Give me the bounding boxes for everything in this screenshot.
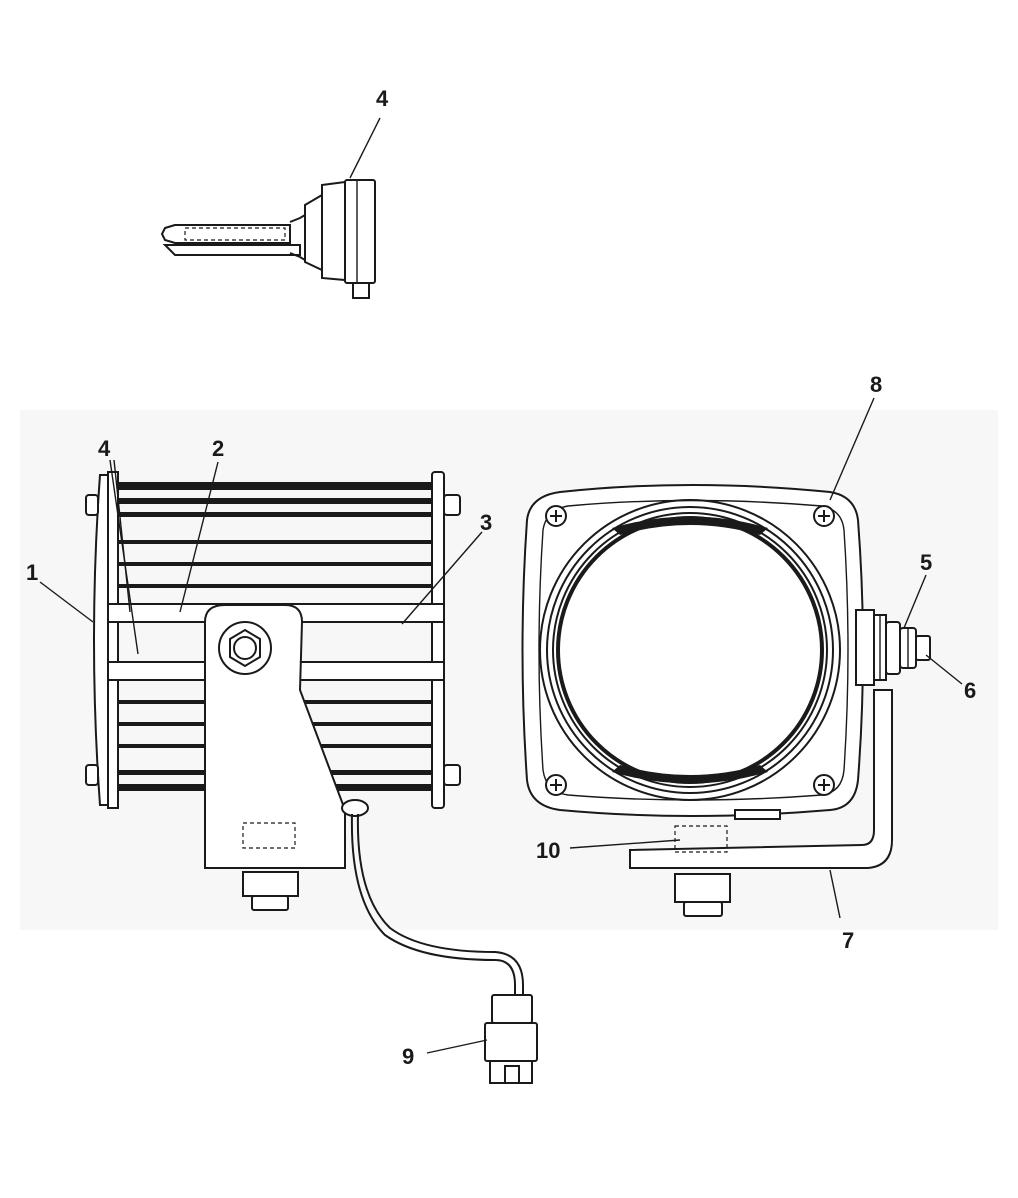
- callout-bulb: 4: [376, 86, 389, 111]
- callout-side-band: 3: [480, 510, 492, 535]
- callout-housing-fins: 4: [98, 436, 111, 461]
- callout-pivot-washer: 5: [920, 550, 932, 575]
- callout-lens-rim: 1: [26, 560, 38, 585]
- lamp-front-view: [521, 484, 931, 917]
- callout-upper-band: 2: [212, 436, 224, 461]
- callout-mounting-bracket: 7: [842, 928, 854, 953]
- callout-bracket-nut: 10: [536, 838, 560, 863]
- leader-lines: [39, 117, 963, 1054]
- bulb-illustration: [160, 179, 376, 299]
- callout-wire-connector: 9: [402, 1044, 414, 1069]
- callout-corner-screw: 8: [870, 372, 882, 397]
- callout-pivot-nut: 6: [964, 678, 976, 703]
- lamp-side-view: [85, 471, 538, 1084]
- corner-screws: [545, 505, 835, 796]
